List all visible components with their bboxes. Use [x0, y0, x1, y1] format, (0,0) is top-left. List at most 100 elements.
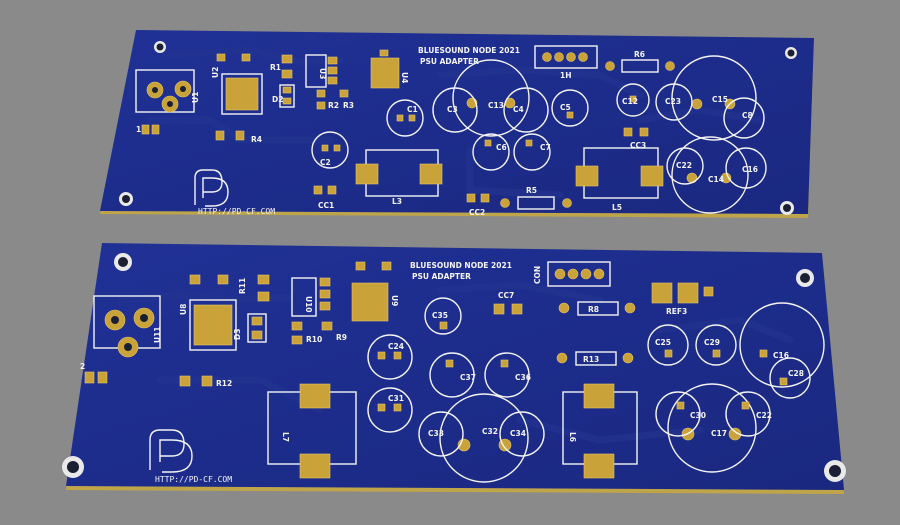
- component-con: CON: [533, 261, 611, 287]
- label-l3: L3: [392, 197, 402, 206]
- label-c22b: C22: [756, 411, 772, 420]
- component-c22b: C22: [725, 391, 772, 437]
- label-c35: C35: [432, 311, 448, 320]
- label-c29: C29: [704, 338, 720, 347]
- label-c15: C15: [712, 95, 728, 104]
- board-title-line1-b: BLUESOUND NODE 2021: [410, 261, 512, 270]
- component-c25: C25: [647, 324, 689, 366]
- pcb-board-top: U1 1 U2 R1 U3 D2 R2: [100, 30, 814, 218]
- label-c31: C31: [388, 394, 404, 403]
- label-r2: R2: [328, 101, 339, 110]
- component-c3: C3: [432, 87, 478, 133]
- label-c7: C7: [540, 143, 551, 152]
- label-d1: 1: [136, 125, 141, 134]
- component-u11: U11: [93, 295, 162, 358]
- board-title-line1: BLUESOUND NODE 2021: [418, 46, 520, 55]
- mounting-hole: [62, 456, 84, 478]
- component-cc7: CC7: [493, 291, 523, 315]
- component-r6: R6: [605, 50, 675, 73]
- mounting-hole: [114, 253, 132, 271]
- component-c35: C35: [424, 297, 462, 335]
- component-h1: 1H: [534, 45, 598, 80]
- board-title-line2-b: PSU ADAPTER: [412, 272, 471, 281]
- component-c13: C13: [452, 59, 530, 137]
- component-c22: C22: [666, 147, 704, 185]
- component-c12: C12: [616, 83, 650, 117]
- label-c6: C6: [496, 143, 507, 152]
- label-c14: C14: [708, 175, 724, 184]
- label-d3: D3: [233, 329, 242, 340]
- label-u8: U8: [179, 304, 188, 315]
- component-l3: L3: [355, 149, 443, 206]
- label-cc2: CC2: [469, 208, 485, 217]
- component-c30: C30: [655, 391, 706, 437]
- label-c1: C1: [407, 105, 418, 114]
- label-u11: U11: [153, 326, 162, 343]
- label-c23: C23: [665, 97, 681, 106]
- label-r3: R3: [343, 101, 354, 110]
- label-l6: L6: [568, 432, 577, 442]
- component-c4: C4: [503, 87, 549, 133]
- label-r5: R5: [526, 186, 537, 195]
- label-c25: C25: [655, 338, 671, 347]
- label-c8: C8: [742, 111, 753, 120]
- component-c1: C1: [386, 99, 424, 137]
- label-c36: C36: [515, 373, 531, 382]
- label-c24: C24: [388, 342, 404, 351]
- component-c2: C2: [311, 131, 349, 169]
- label-cc7: CC7: [498, 291, 514, 300]
- component-u3: U3: [305, 54, 338, 88]
- component-l6: L6: [562, 383, 638, 479]
- component-r4: R4: [215, 130, 262, 144]
- component-r12: R12: [179, 375, 232, 388]
- component-r9: R9: [321, 321, 347, 342]
- component-r11: R11: [238, 274, 270, 302]
- label-r12: R12: [216, 379, 232, 388]
- component-c5: C5: [551, 89, 589, 127]
- label-u3: U3: [318, 68, 327, 79]
- pcb-board-bottom: U11 2 U8 R11 D3 U10: [62, 243, 846, 494]
- mounting-hole: [824, 460, 846, 482]
- component-r3: R3: [339, 89, 354, 110]
- label-d2: D2: [272, 95, 283, 104]
- component-l5: L5: [575, 147, 664, 212]
- component-cc2: CC2: [466, 193, 490, 217]
- label-l7: L7: [281, 432, 290, 442]
- component-d3: D3: [233, 313, 267, 343]
- label-c12: C12: [622, 97, 638, 106]
- label-r8: R8: [588, 305, 599, 314]
- component-u10: U10: [291, 277, 331, 317]
- component-c36: C36: [484, 352, 531, 398]
- component-r8: R8: [558, 301, 636, 316]
- board-url: HTTP://PD-CF.COM: [198, 207, 275, 216]
- component-r1: R1: [270, 54, 293, 79]
- board-title-line2: PSU ADAPTER: [420, 57, 479, 66]
- label-r11: R11: [238, 278, 247, 294]
- component-c33: C33: [418, 411, 464, 457]
- component-c23: C23: [655, 83, 693, 121]
- pd-logo: [194, 169, 229, 207]
- label-r10: R10: [306, 335, 322, 344]
- component-d1: 1: [136, 124, 160, 135]
- label-c17: C17: [711, 429, 727, 438]
- label-cc1: CC1: [318, 201, 334, 210]
- label-c32: C32: [482, 427, 498, 436]
- component-u1: U1: [135, 69, 200, 113]
- component-u2: U2: [211, 53, 263, 115]
- component-r2: R2: [316, 89, 339, 110]
- label-con: CON: [533, 266, 542, 284]
- label-c37: C37: [460, 373, 476, 382]
- label-u10: U10: [304, 296, 313, 313]
- label-c2: C2: [320, 158, 331, 167]
- pd-logo: [149, 429, 193, 473]
- label-c28: C28: [788, 369, 804, 378]
- component-r13: R13: [556, 351, 634, 366]
- label-ref3: REF3: [666, 307, 687, 316]
- label-r1: R1: [270, 63, 281, 72]
- component-c29: C29: [695, 324, 737, 366]
- mounting-hole: [796, 269, 814, 287]
- label-c33: C33: [428, 429, 444, 438]
- label-c3: C3: [447, 105, 458, 114]
- label-l5: L5: [612, 203, 622, 212]
- mounting-hole: [119, 192, 133, 206]
